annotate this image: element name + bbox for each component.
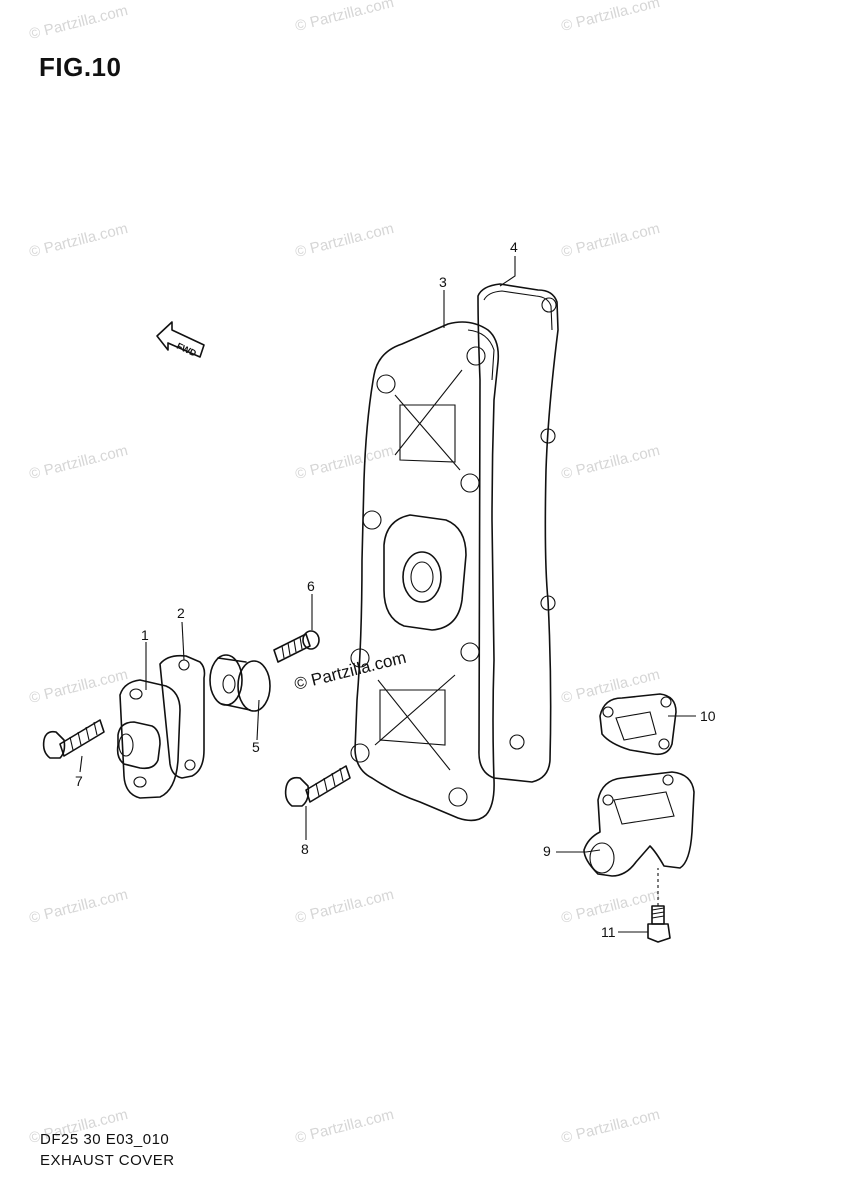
part-7-bolt bbox=[42, 719, 105, 759]
diagram-name: EXHAUST COVER bbox=[40, 1152, 175, 1169]
callout-9: 9 bbox=[543, 843, 551, 859]
callout-1: 1 bbox=[141, 627, 149, 643]
part-1-thermostat-cover bbox=[116, 679, 181, 799]
part-6-bolt bbox=[273, 630, 320, 663]
part-11-screw bbox=[647, 905, 671, 943]
part-9-exhaust-elbow bbox=[583, 771, 695, 877]
part-2-gasket bbox=[159, 654, 206, 779]
center-watermark: © Partzilla.com bbox=[292, 648, 408, 694]
callout-6: 6 bbox=[307, 578, 315, 594]
callout-7: 7 bbox=[75, 773, 83, 789]
fwd-arrow-icon: FWD bbox=[156, 321, 205, 359]
callout-5: 5 bbox=[252, 739, 260, 755]
fwd-label: FWD bbox=[175, 341, 198, 359]
figure-title: FIG.10 bbox=[39, 52, 122, 82]
callout-10: 10 bbox=[700, 708, 716, 724]
callout-3: 3 bbox=[439, 274, 447, 290]
part-5-thermostat bbox=[209, 654, 271, 712]
part-8-bolt bbox=[284, 765, 351, 807]
part-4-gasket bbox=[477, 283, 559, 783]
diagram-code: DF25 30 E03_010 bbox=[40, 1131, 170, 1148]
callout-4: 4 bbox=[510, 239, 518, 255]
leader-lines bbox=[79, 256, 696, 933]
callout-8: 8 bbox=[301, 841, 309, 857]
part-3-exhaust-cover bbox=[350, 321, 500, 822]
part-10-gasket bbox=[599, 693, 677, 756]
callout-2: 2 bbox=[177, 605, 185, 621]
callout-11: 11 bbox=[601, 924, 616, 940]
